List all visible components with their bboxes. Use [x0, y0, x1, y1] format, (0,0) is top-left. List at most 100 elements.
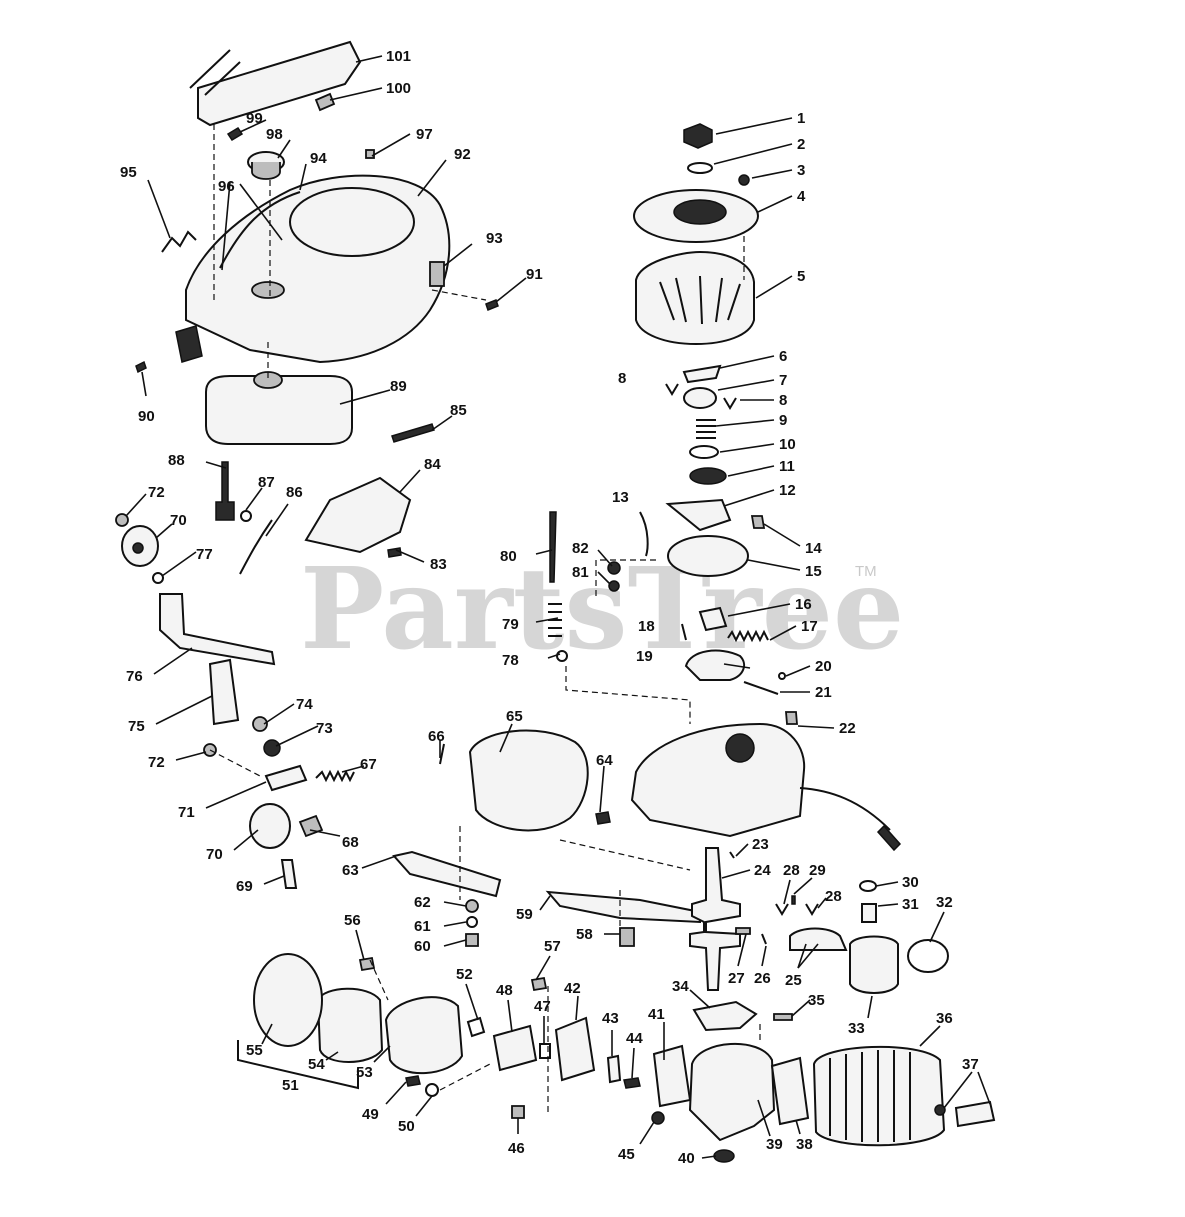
part-80-shaft: [549, 511, 557, 583]
callout-73: 73: [316, 720, 333, 737]
callout-28-right: 28: [825, 888, 842, 905]
callout-50: 50: [398, 1118, 415, 1135]
callout-5: 5: [797, 268, 805, 285]
assembly-lines: [209, 124, 761, 1116]
callout-25: 25: [785, 972, 802, 989]
callout-38: 38: [796, 1136, 813, 1153]
part-44-clip: [623, 1077, 641, 1089]
callout-49: 49: [362, 1106, 379, 1123]
watermark: PartsTree TM: [300, 544, 904, 675]
callout-18: 18: [638, 618, 655, 635]
part-20-ball: [778, 672, 786, 680]
part-13-wire: [639, 511, 649, 557]
part-60-screw: [465, 933, 479, 947]
part-8-clip-right: [723, 397, 737, 410]
part-45-screw: [651, 1111, 665, 1125]
callout-12: 12: [779, 482, 796, 499]
part-32-rings: [907, 939, 949, 973]
part-33-piston: [849, 935, 899, 994]
callout-94: 94: [310, 150, 327, 167]
part-38-gasket: [770, 1056, 810, 1126]
callout-33: 33: [848, 1020, 865, 1037]
part-71-lever: [264, 764, 308, 792]
part-4-screen-pattern: [673, 199, 727, 225]
callout-95: 95: [120, 164, 137, 181]
part-crankcase-lever: [799, 787, 891, 831]
callout-77: 77: [196, 546, 213, 563]
part-84-bracket: [304, 476, 412, 554]
part-70-knob-upper-hub: [132, 542, 144, 554]
part-crankcase: [630, 722, 806, 838]
callout-59: 59: [516, 906, 533, 923]
callout-65: 65: [506, 708, 523, 725]
part-23-pin: [729, 851, 735, 859]
callout-7: 7: [779, 372, 787, 389]
part-18-pin: [681, 623, 687, 641]
callout-101: 101: [386, 48, 411, 65]
part-48-carburetor: [492, 1024, 538, 1072]
part-1-nut: [683, 123, 713, 149]
callout-19: 19: [636, 648, 653, 665]
callout-57: 57: [544, 938, 561, 955]
callout-26: 26: [754, 970, 771, 987]
part-92-housing-opening: [289, 187, 415, 257]
part-85-link: [391, 423, 435, 443]
callout-72-upper: 72: [148, 484, 165, 501]
part-29-pin: [791, 895, 796, 905]
callout-21: 21: [815, 684, 832, 701]
callout-61: 61: [414, 918, 431, 935]
part-28-clip-right: [805, 903, 819, 916]
callout-34: 34: [672, 978, 689, 995]
callout-91: 91: [526, 266, 543, 283]
part-86-fuel-line: [239, 519, 273, 575]
callout-62: 62: [414, 894, 431, 911]
part-83-screw: [387, 547, 402, 558]
part-39-cylinder-base: [688, 1042, 776, 1142]
callout-70-upper: 70: [170, 512, 187, 529]
part-61-washer: [466, 916, 478, 928]
part-21-rod: [743, 681, 779, 695]
callout-87: 87: [258, 474, 275, 491]
callout-13: 13: [612, 489, 629, 506]
part-27-screw: [735, 927, 751, 935]
callout-30: 30: [902, 874, 919, 891]
part-42-carb-body: [554, 1016, 596, 1082]
part-92-skirt: [175, 325, 203, 363]
part-67-spring: [315, 769, 355, 783]
part-91-screw: [485, 299, 499, 311]
callout-58: 58: [576, 926, 593, 943]
callout-39: 39: [766, 1136, 783, 1153]
part-35-screw: [773, 1013, 793, 1021]
part-64-plug: [595, 811, 611, 825]
callout-41: 41: [648, 1006, 665, 1023]
part-98-cap-body: [251, 162, 281, 180]
callout-98: 98: [266, 126, 283, 143]
callout-10: 10: [779, 436, 796, 453]
part-75-bracket: [208, 658, 240, 726]
callout-80: 80: [500, 548, 517, 565]
part-16-bushing: [698, 606, 728, 632]
callout-23: 23: [752, 836, 769, 853]
callout-44: 44: [626, 1030, 643, 1047]
part-7-cup: [683, 387, 717, 409]
callout-78: 78: [502, 652, 519, 669]
part-79-spring: [548, 603, 562, 637]
callout-15: 15: [805, 563, 822, 580]
callout-27: 27: [728, 970, 745, 987]
part-37-washer: [934, 1104, 946, 1116]
part-92-fill-port: [251, 281, 285, 299]
callout-37: 37: [962, 1056, 979, 1073]
callout-55: 55: [246, 1042, 263, 1059]
callout-29: 29: [809, 862, 826, 879]
callout-40: 40: [678, 1150, 695, 1167]
part-57-screw: [530, 976, 548, 992]
part-55-cover: [253, 953, 323, 1047]
part-76-control-plate: [159, 593, 276, 666]
callout-88: 88: [168, 452, 185, 469]
callout-16: 16: [795, 596, 812, 613]
callout-20: 20: [815, 658, 832, 675]
part-41-gasket: [652, 1044, 692, 1108]
part-26-lock: [761, 933, 767, 945]
part-crankcase-gear: [725, 733, 755, 763]
